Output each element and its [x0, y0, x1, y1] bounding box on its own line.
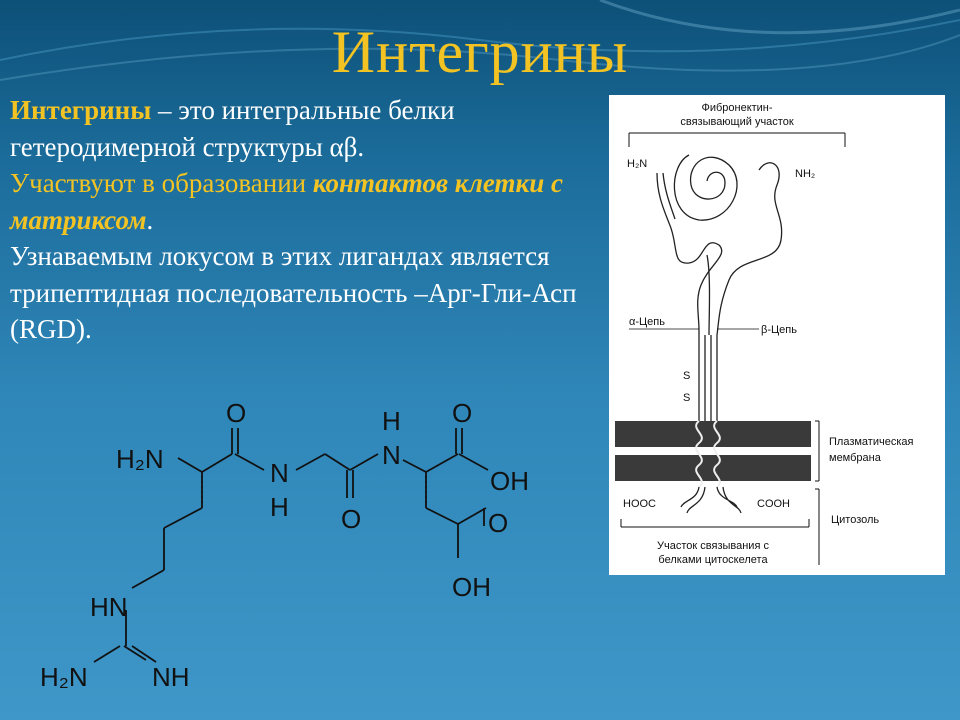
hooc-label: HOOC	[623, 498, 656, 510]
cytoskeleton-label-2: белками цитоскелета	[658, 554, 768, 566]
participation-emphasis: контактов клетки с матриксом	[10, 168, 563, 235]
membrane-layer-bottom	[615, 455, 811, 481]
mol-h-amide-2: H	[382, 406, 401, 436]
disulfide-s2: S	[683, 392, 690, 404]
mol-h-amide-1: H	[270, 492, 289, 522]
mol-n-amide-2: N	[382, 440, 401, 470]
mol-n-amide-1: N	[270, 458, 289, 488]
mol-o-side: O	[488, 508, 508, 538]
membrane-layer-top	[615, 421, 811, 447]
rgd-structure-formula: H₂N O N H O H N O OH O OH HN H₂N NH	[40, 398, 529, 692]
mol-o-bottom-1: O	[341, 504, 361, 534]
membrane-label-1: Плазматическая	[829, 436, 914, 448]
term-integrins: Интегрины	[10, 95, 152, 125]
transmembrane-helices	[695, 420, 721, 488]
integrin-chains	[656, 154, 783, 435]
mol-o-top-2: O	[452, 398, 472, 428]
nh2-left-label: H₂N	[627, 158, 647, 170]
membrane-label-2: мембрана	[829, 452, 882, 464]
mol-h2n-bottom: H₂N	[40, 662, 88, 692]
participation-prefix: Участвуют в образовании	[10, 168, 313, 198]
decorative-waves	[0, 0, 960, 81]
mol-o-top-1: O	[226, 398, 246, 428]
fibronectin-bracket	[628, 132, 846, 147]
slide-body-text: Интегрины – это интегральные белки гетер…	[10, 92, 600, 348]
cytosol-label: Цитозоль	[831, 514, 879, 526]
fibronectin-label-1: Фибронектин-	[701, 102, 772, 114]
participation-suffix: .	[146, 204, 154, 235]
mol-nh: NH	[152, 662, 190, 692]
slide-title: Интегрины	[331, 19, 629, 85]
disulfide-s1: S	[683, 370, 690, 382]
mol-hn: HN	[90, 592, 128, 622]
nh2-right-label: NH₂	[795, 168, 815, 180]
alpha-chain-label: α-Цепь	[629, 316, 665, 328]
cooh-label: COOH	[757, 498, 790, 510]
locus-text: Узнаваемым локусом в этих лигандах являе…	[10, 241, 577, 344]
cytoskeleton-label-1: Участок связывания с	[657, 540, 769, 552]
mol-oh-top: OH	[490, 466, 529, 496]
mol-h2n-top: H₂N	[116, 444, 164, 474]
mol-oh-side: OH	[452, 572, 491, 602]
integrin-diagram: Фибронектин- связывающий участок H₂N NH₂…	[615, 102, 914, 566]
beta-chain-label: β-Цепь	[761, 324, 797, 336]
integrin-structure-figure: Фибронектин- связывающий участок H₂N NH₂…	[609, 95, 945, 575]
fibronectin-label-2: связывающий участок	[680, 116, 793, 128]
definition-text: – это интегральные белки гетеродимерной …	[10, 95, 455, 162]
